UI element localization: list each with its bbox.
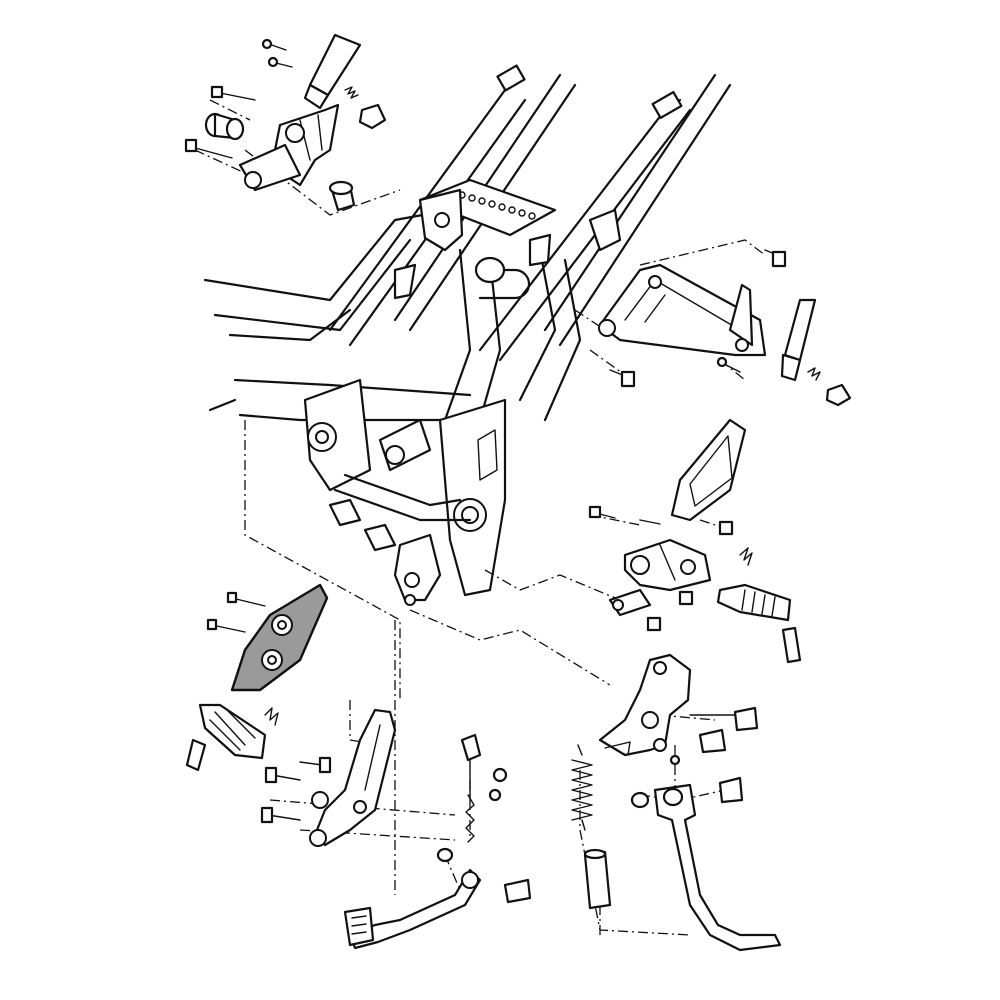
right-rider-footrest-bracket-icon [608,538,802,664]
bolt-icon [588,505,734,632]
leader-lines [194,99,766,936]
side-stand-icon [598,653,782,952]
frame-icon [203,64,732,606]
bolt-icon [184,38,293,159]
right-passenger-footrest-bracket-icon [598,263,852,407]
left-heel-guard-plate-icon [230,583,329,692]
left-rider-footrest-bracket-icon [185,703,397,847]
shift-pedal-icon [343,733,532,950]
bolt-icon [206,591,266,633]
bolt-icon [609,249,787,388]
left-passenger-footrest-bracket-icon [204,33,387,212]
side-stand-spring-icon [571,744,612,910]
right-heel-guard-icon [670,418,747,522]
bolt-icon [260,756,332,824]
frame-holes [458,191,536,220]
